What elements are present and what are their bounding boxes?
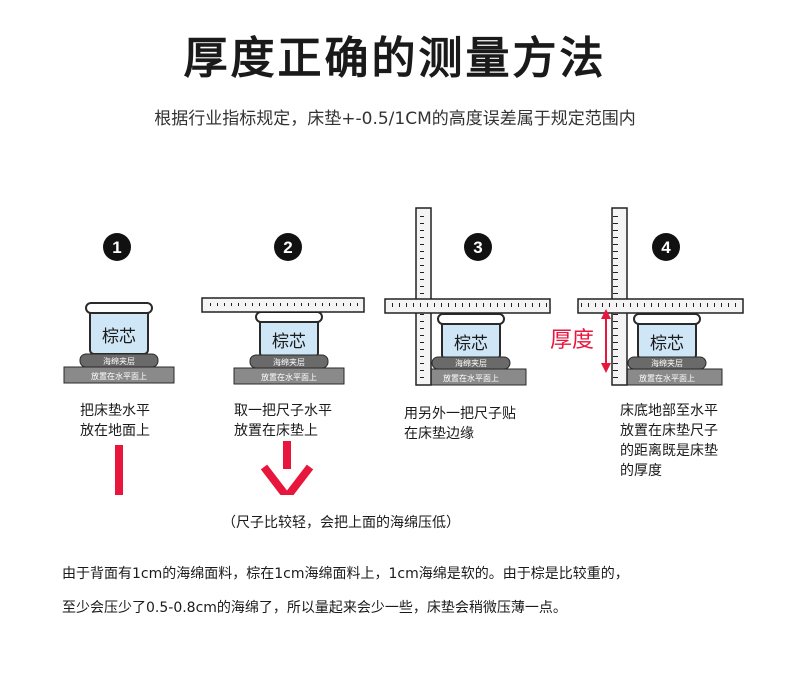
step-4-number: 4 [661,238,671,257]
sponge-label: 海绵夹层 [103,356,135,366]
mattress-step-3: 棕芯 海绵夹层 放置在水平面上 [415,313,527,386]
step-1-number: 1 [112,238,121,257]
base-label: 放置在水平面上 [261,372,317,382]
page-title: 厚度正确的测量方法 [183,33,607,84]
sponge-label: 海绵夹层 [651,358,683,368]
sponge-label: 海绵夹层 [455,358,487,368]
description-line-2: 至少会压少了0.5-0.8cm的海绵了，所以量起来会少一些，床垫会稍微压薄一点。 [62,600,567,616]
description-line-1: 由于背面有1cm的海绵面料，棕在1cm海绵面料上，1cm海绵是软的。由于棕是比较… [62,566,629,582]
step-1-caption: 把床垫水平 放在地面上 [80,403,150,439]
red-arrow-down-icon [115,445,123,495]
mattress-step-1: 棕芯 海绵夹层 放置在水平面上 [63,302,175,384]
core-label: 棕芯 [272,332,306,352]
step-3-badge: 3 [464,233,492,261]
red-arrow-down-icon [260,441,314,495]
measurement-diagram: 1 2 3 4 棕芯 海绵夹层 放置在水平面上 棕芯 海绵夹层 放置在水平面上 [63,207,744,495]
page-subtitle: 根据行业指标规定，床垫+-0.5/1CM的高度误差属于规定范围内 [154,109,636,129]
core-label: 棕芯 [650,334,684,354]
thickness-label: 厚度 [550,328,594,353]
step-2-number: 2 [283,238,292,257]
core-label: 棕芯 [102,327,136,347]
arrow-up-icon [601,309,611,319]
vertical-ruler-step-4 [611,207,628,386]
step-3-number: 3 [473,238,482,257]
arrow-down-icon [601,363,611,373]
ruler-note: （尺子比较轻，会把上面的海绵压低） [222,515,460,531]
step-4-caption: 床底地部至水平 放置在床垫尺子 的距离既是床垫 的厚度 [620,403,718,479]
horizontal-ruler-step-2 [201,297,365,313]
horizontal-ruler-step-3 [384,298,551,314]
mattress-step-2: 棕芯 海绵夹层 放置在水平面上 [233,311,345,385]
thickness-indicator: 厚度 [550,309,611,373]
step-1-badge: 1 [103,233,131,261]
mattress-step-4: 棕芯 海绵夹层 放置在水平面上 [611,313,723,386]
sponge-label: 海绵夹层 [273,357,305,367]
step-4-badge: 4 [652,233,680,261]
step-2-caption: 取一把尺子水平 放置在床垫上 [234,403,332,439]
base-label: 放置在水平面上 [91,371,147,381]
horizontal-ruler-step-4 [577,298,744,314]
step-2-badge: 2 [274,233,302,261]
base-label: 放置在水平面上 [639,373,695,383]
base-label: 放置在水平面上 [443,373,499,383]
vertical-ruler-step-3 [415,207,432,386]
step-3-caption: 用另外一把尺子贴 在床垫边缘 [404,406,516,442]
core-label: 棕芯 [454,334,488,354]
